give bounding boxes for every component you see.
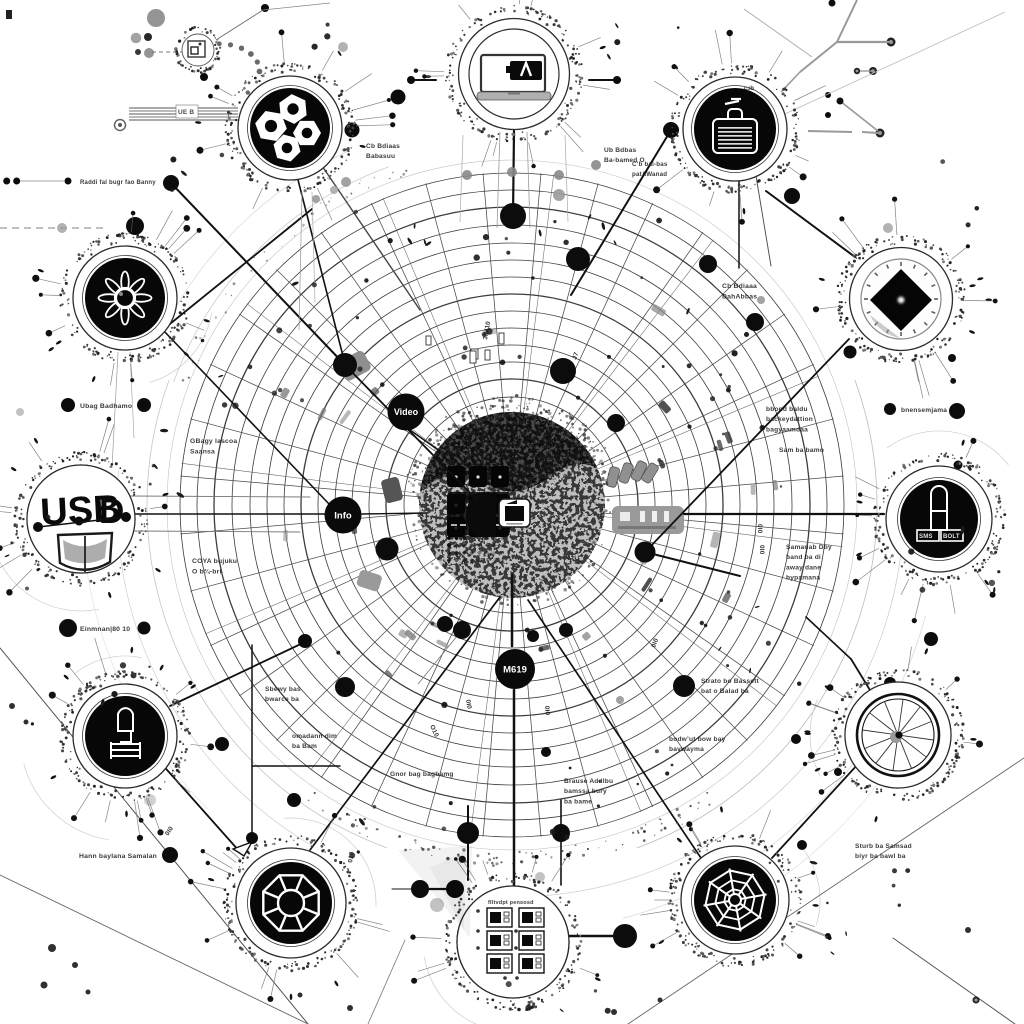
svg-text:Sbewy bas: Sbewy bas: [265, 686, 301, 693]
svg-text:O b¾-bri: O b¾-bri: [192, 567, 222, 575]
svg-text:Hann baylana Samalan: Hann baylana Samalan: [79, 853, 157, 860]
svg-text:band ba di: band ba di: [786, 554, 821, 561]
svg-text:fIltvdpt pensosd: fIltvdpt pensosd: [488, 900, 534, 906]
svg-text:3IM10: 3IM10: [482, 320, 492, 340]
svg-text:0I0: 0I0: [650, 637, 660, 649]
svg-text:bodw’ut bow bay: bodw’ut bow bay: [669, 736, 726, 743]
svg-text:DahAbbas: DahAbbas: [722, 293, 757, 300]
svg-text:bavwayma: bavwayma: [669, 746, 704, 753]
svg-text:bnensemjama: bnensemjama: [901, 407, 947, 414]
svg-text:bamssa bury: bamssa bury: [564, 788, 607, 795]
svg-text:ba bame: ba bame: [564, 798, 592, 805]
svg-text:UE B: UE B: [178, 109, 194, 116]
svg-text:COYA bujuku: COYA bujuku: [192, 558, 237, 565]
svg-text:BOLT: BOLT: [943, 534, 960, 540]
svg-text:bwarce ba: bwarce ba: [265, 696, 299, 703]
svg-text:biyr ba bawl ba: biyr ba bawl ba: [855, 853, 906, 860]
svg-text:USB: USB: [39, 488, 121, 534]
svg-text:Sturb ba Samsad: Sturb ba Samsad: [855, 843, 912, 850]
svg-text:J7: J7: [571, 351, 580, 361]
svg-text:away dane: away dane: [786, 564, 821, 571]
svg-text:Samanab Dby: Samanab Dby: [786, 544, 832, 551]
svg-text:C’b bai-bas: C’b bai-bas: [632, 161, 668, 168]
svg-text:backeydattion: backeydattion: [766, 416, 813, 423]
svg-text:bypamana: bypamana: [786, 575, 820, 582]
svg-text:O10: O10: [428, 724, 440, 739]
svg-text:Einmnan|80 10: Einmnan|80 10: [80, 626, 130, 633]
svg-text:bagyaamdaa: bagyaamdaa: [766, 426, 808, 433]
svg-text:Cb Bdiaaa: Cb Bdiaaa: [722, 283, 757, 290]
svg-text:bbond baldu: bbond baldu: [766, 406, 808, 413]
svg-text:0I0: 0I0: [543, 706, 551, 716]
svg-text:0I0: 0I0: [164, 825, 175, 837]
svg-text:0I0: 0I0: [756, 524, 763, 534]
svg-text:Strato bo Bassett: Strato bo Bassett: [701, 678, 760, 685]
svg-text:cɹb: cɹb: [744, 85, 754, 92]
svg-text:patAWanad: patAWanad: [632, 171, 667, 178]
svg-text:bat o Balad ba: bat o Balad ba: [701, 688, 749, 695]
svg-text:0I0: 0I0: [464, 699, 473, 710]
svg-text:Cb Bdiaas: Cb Bdiaas: [366, 143, 400, 150]
svg-text:Gnor bag bagbamg: Gnor bag bagbamg: [390, 771, 454, 778]
svg-text:Sam ba bamo: Sam ba bamo: [779, 447, 824, 454]
svg-text:Ub Bdbas: Ub Bdbas: [604, 147, 637, 154]
svg-text:Babasuu: Babasuu: [366, 153, 395, 160]
svg-text:GBagy lascoa: GBagy lascoa: [190, 438, 237, 445]
svg-text:Raddi fal bugr fao Banny: Raddi fal bugr fao Banny: [80, 180, 156, 186]
svg-text:omadann dim: omadann dim: [292, 733, 337, 740]
svg-text:D: D: [99, 492, 124, 531]
svg-text:0I0: 0I0: [758, 545, 765, 555]
svg-text:ba Bam: ba Bam: [292, 743, 317, 750]
svg-text:SMS: SMS: [919, 534, 933, 540]
svg-text:M619: M619: [503, 664, 527, 675]
svg-text:Ubag Badhamo: Ubag Badhamo: [80, 403, 132, 410]
svg-text:Video: Video: [394, 407, 419, 417]
svg-text:Brause Addlbu: Brause Addlbu: [564, 778, 613, 785]
svg-text:Saansa: Saansa: [190, 448, 215, 455]
svg-text:Info: Info: [334, 510, 352, 521]
svg-text:Ba-bamed O: Ba-bamed O: [604, 157, 645, 164]
